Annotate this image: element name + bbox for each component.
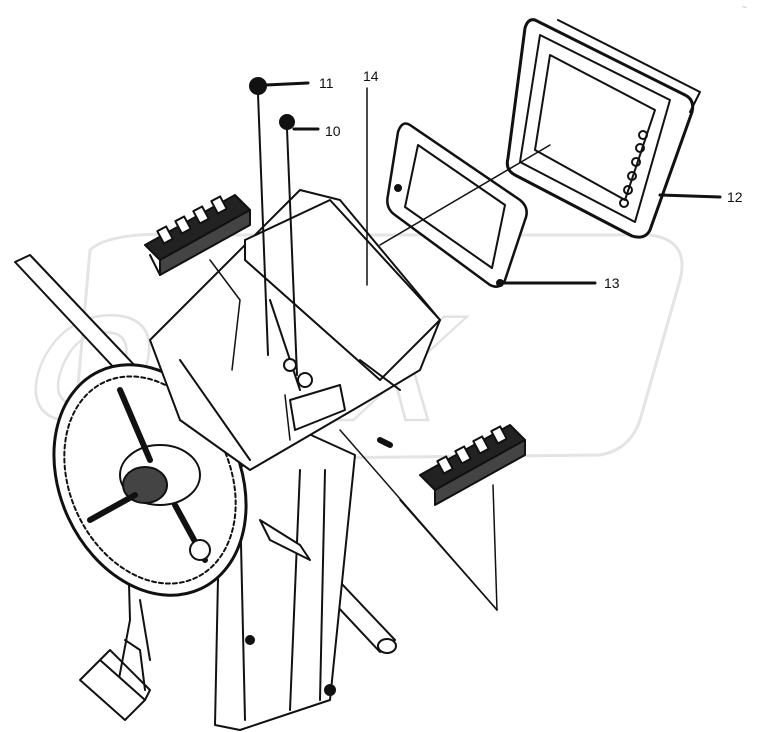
switch-panel-left <box>144 194 251 276</box>
switch-panel-right <box>419 424 526 506</box>
callout-10: 10 <box>325 123 341 139</box>
bezel-frame <box>386 122 528 288</box>
callout-11: 11 <box>319 75 334 91</box>
callout-13: 13 <box>604 275 620 291</box>
display-monitor <box>505 18 701 239</box>
corner-mark: ~ <box>742 3 747 12</box>
pedal <box>79 639 151 721</box>
column-body <box>99 394 356 731</box>
callout-14: 14 <box>363 68 379 84</box>
knob-10 <box>279 114 298 376</box>
callout-12: 12 <box>727 189 743 205</box>
leader-lines <box>209 81 722 611</box>
